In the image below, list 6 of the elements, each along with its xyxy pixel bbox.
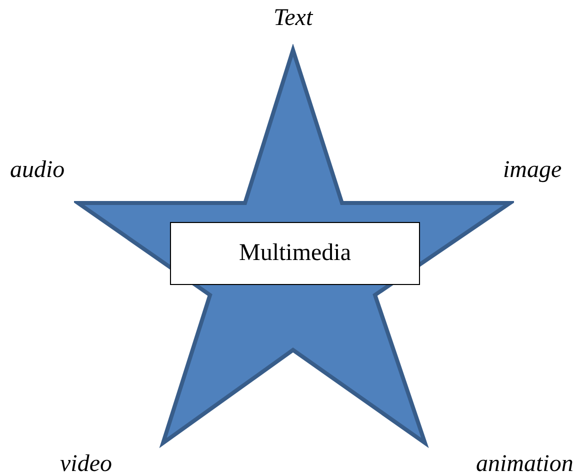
- point-label: Text: [274, 4, 313, 32]
- point-label: video: [60, 450, 112, 476]
- point-label: animation: [476, 450, 574, 476]
- point-label: audio: [10, 156, 65, 184]
- title-box: Multimedia: [170, 222, 420, 285]
- point-label: image: [503, 156, 562, 184]
